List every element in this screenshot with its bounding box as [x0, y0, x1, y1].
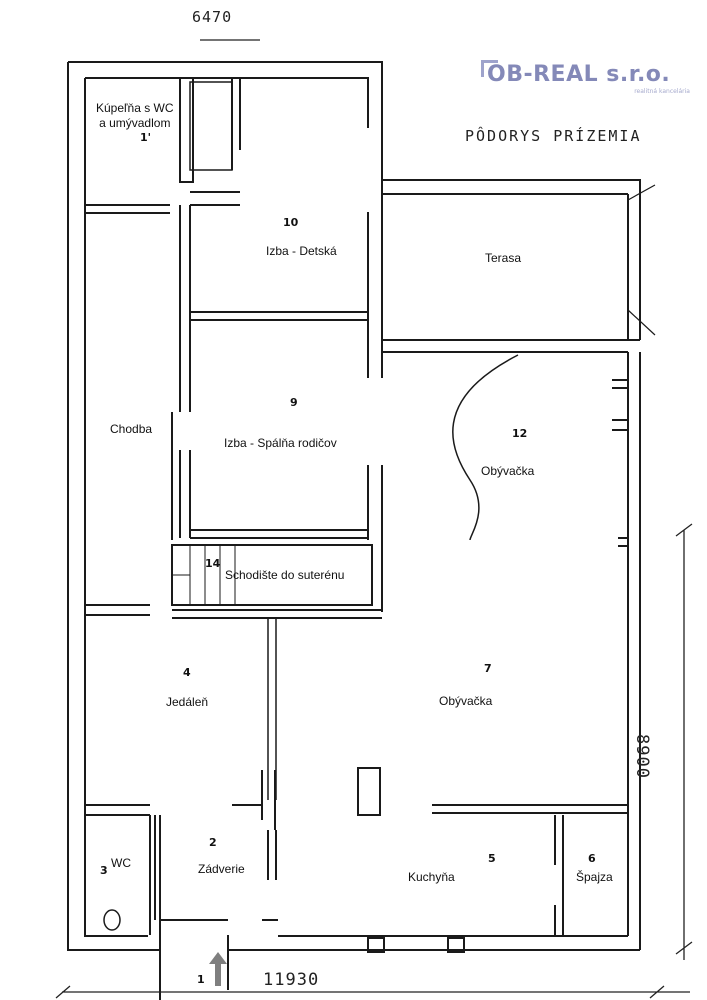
parents-room-right: [367, 465, 383, 612]
room-number-child: 10: [283, 216, 299, 229]
living-niche: [612, 379, 628, 547]
bath-right-wall: [179, 78, 194, 183]
corridor-bottom: [85, 604, 382, 619]
wc-right: [149, 815, 161, 935]
logo-tagline: realitná kancelária: [634, 88, 690, 95]
room-label-living-lower: Obývačka: [439, 694, 493, 708]
dining-bottom: [85, 804, 262, 816]
entry-arrow-icon: [209, 952, 227, 986]
kitchen-fitting-2: [447, 937, 465, 953]
room-label-wc: WC: [111, 856, 131, 870]
parents-room-bottom: [190, 529, 368, 539]
plan-title: PÔDORYS PRÍZEMIA: [465, 127, 642, 145]
dimension-bottom: 11930: [263, 970, 320, 990]
room-label-parents: Izba - Spálňa rodičov: [224, 436, 337, 450]
bath-bottom-wall: [85, 204, 170, 214]
child-room-right: [367, 130, 383, 378]
room-label-kitchen: Kuchyňa: [408, 870, 455, 884]
left-outer-wall: [67, 62, 160, 951]
kitchen-chimney: [357, 767, 381, 816]
room-label-stairs: Schodište do suterénu: [225, 568, 345, 582]
logo-mark-icon: [481, 60, 498, 77]
curved-partition: [452, 354, 519, 541]
kitchen-top: [432, 804, 628, 814]
walls: [67, 61, 656, 1000]
bottom-dimension: [55, 985, 690, 999]
company-logo: OB-REAL s.r.o. realitná kancelária: [481, 60, 702, 102]
room-label-terrace: Terasa: [485, 251, 522, 265]
dining-right-wall: [267, 618, 277, 800]
room-number-dining: 4: [183, 666, 191, 679]
bath-divider: [231, 78, 241, 170]
right-dimension: [675, 523, 693, 960]
dimension-lines: [55, 39, 693, 999]
room-label-dining: Jedáleň: [166, 695, 209, 709]
logo-text: OB-REAL s.r.o.: [487, 62, 671, 87]
room-number-vestibule: 2: [209, 836, 217, 849]
dimension-top: 6470: [192, 8, 233, 26]
toilet: [103, 909, 121, 931]
room-number-living-lower: 7: [484, 662, 492, 675]
room-number-entrance: 1: [197, 973, 205, 986]
room-label-pantry: Špajza: [576, 870, 613, 884]
child-room-top: [190, 191, 240, 206]
vestibule-right: [261, 770, 277, 880]
child-room-bottom: [190, 311, 368, 321]
left-inner-wall: [84, 78, 148, 937]
bathtub: [189, 81, 233, 171]
pantry-left: [554, 815, 564, 935]
dimension-right: 8900: [632, 734, 652, 779]
outer-wall: [68, 61, 383, 130]
room-label-corridor: Chodba: [110, 422, 153, 436]
child-room-left: [179, 205, 191, 412]
terrace-edge-marks: [627, 184, 656, 336]
stairs-steps: [172, 545, 236, 605]
entrance: [159, 935, 229, 1000]
room-label-vestibule: Zádverie: [198, 862, 245, 876]
room-number-living-upper: 12: [512, 427, 528, 440]
stairs-outline: [171, 544, 373, 606]
terrace-right: [627, 190, 641, 340]
room-number-bathroom: 1': [140, 131, 152, 144]
room-number-stairs: 14: [205, 557, 221, 570]
room-number-parents: 9: [290, 396, 298, 409]
upper-right-wall: [382, 179, 641, 190]
room-number-kitchen: 5: [488, 852, 496, 865]
kitchen-fitting-1: [367, 937, 385, 953]
terrace-bottom: [382, 339, 640, 353]
parents-room-left: [179, 450, 191, 538]
room-number-wc: 3: [100, 864, 108, 877]
room-number-pantry: 6: [588, 852, 596, 865]
room-label-child: Izba - Detská: [266, 244, 337, 258]
room-label-living-upper: Obývačka: [481, 464, 535, 478]
room-label-bathroom: Kúpeľňa s WC a umývadlom: [96, 101, 174, 130]
